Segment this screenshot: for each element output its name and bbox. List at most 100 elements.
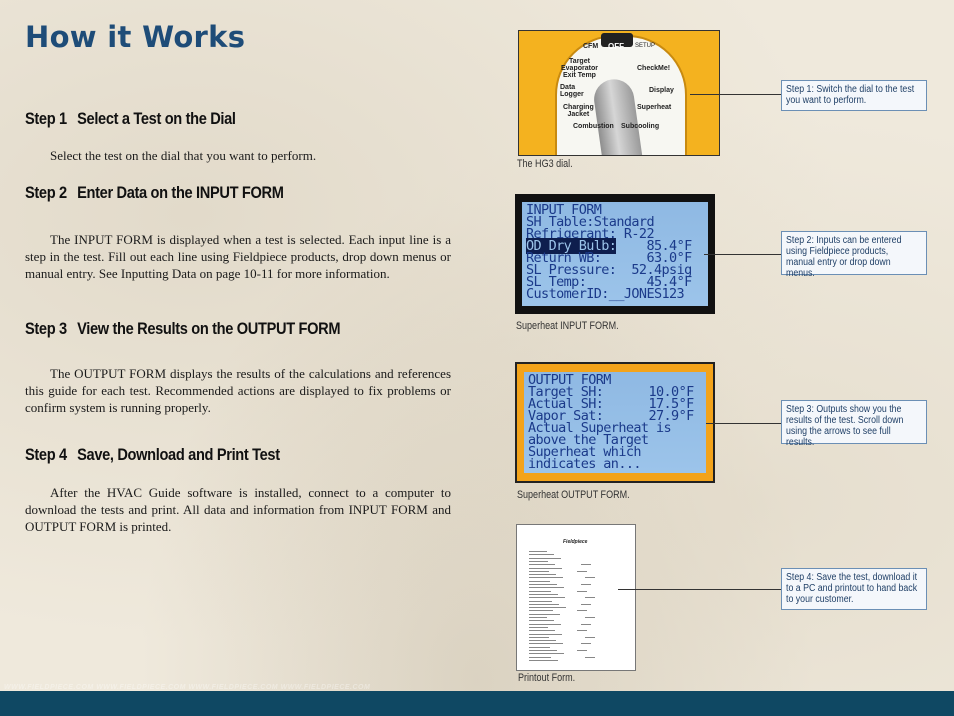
printout-value-line (581, 564, 591, 566)
printout-text-line (529, 640, 556, 642)
input-form-row-label: SH Table:Standard (526, 214, 655, 230)
printout-form-image: Fieldpiece (516, 524, 636, 671)
input-form-row: OD Dry Bulb: 85.4°F (526, 238, 704, 254)
step-2-title: Enter Data on the INPUT FORM (77, 183, 284, 202)
input-form-row-label: Refrigerant: R-22 (526, 226, 655, 242)
input-form-row-label: SL Temp: (526, 274, 587, 290)
input-form-row: SH Table:Standard (526, 214, 704, 230)
printout-text-line (529, 659, 558, 661)
input-form-row: SL Temp: 45.4°F (526, 274, 704, 290)
input-form-row-label: SL Pressure: (526, 262, 617, 278)
printout-text-line (529, 597, 565, 599)
printout-text-line (529, 557, 561, 559)
callout-4-leader (618, 589, 781, 590)
printout-value-line (577, 650, 587, 651)
printout-value-line (577, 590, 587, 592)
printout-text-line (529, 630, 555, 632)
input-form-row: CustomerID:__JONES123 (526, 286, 704, 302)
output-form-row-value: 27.9°F (648, 408, 694, 424)
printout-caption: Printout Form. (518, 672, 576, 684)
printout-text-line (529, 593, 558, 595)
printout-text-line (529, 590, 551, 592)
dial-label-charging: Charging Jacket (563, 104, 594, 118)
dial-off-plate (601, 33, 633, 47)
printout-logo: Fieldpiece (563, 539, 588, 545)
step-1-title: Select a Test on the Dial (77, 109, 236, 128)
input-form-row-label: CustomerID:__JONES123 (526, 286, 685, 302)
step-1-heading: Step 1 Select a Test on the Dial (25, 109, 236, 129)
step-3-number: Step 3 (25, 319, 67, 338)
printout-text-line (529, 623, 561, 625)
callout-step-4: Step 4: Save the test, download it to a … (781, 568, 927, 610)
printout-text-line (529, 584, 557, 585)
output-form-row: Target SH: 10.0°F (528, 384, 702, 400)
output-form-row: Superheat which (528, 444, 702, 460)
output-form-row: Vapor Sat: 27.9°F (528, 408, 702, 424)
step-4-number: Step 4 (25, 445, 67, 464)
dial-label-display: Display (649, 87, 674, 94)
printout-text-line (529, 633, 562, 635)
printout-text-line (529, 653, 564, 655)
printout-text-line (529, 620, 554, 622)
printout-value-line (581, 584, 591, 585)
printout-text-line (529, 574, 556, 576)
callout-step-3-text: Step 3: Outputs show you the results of … (786, 404, 904, 448)
step-4-title: Save, Download and Print Test (77, 445, 280, 464)
dial-label-cfm: CFM (583, 43, 599, 50)
printout-text-line (529, 607, 566, 609)
printout-value-line (577, 570, 587, 572)
output-form-row-label: Vapor Sat: (528, 408, 604, 424)
printout-value-line (581, 623, 591, 625)
page-title: How it Works (25, 20, 246, 54)
printout-value-line (585, 577, 595, 579)
output-form-row-label: Superheat which (528, 444, 642, 460)
dial-label-combustion: Combustion (573, 123, 614, 130)
output-form-row-value: 10.0°F (648, 384, 694, 400)
step-1-number: Step 1 (25, 109, 67, 128)
step-3-title: View the Results on the OUTPUT FORM (77, 319, 341, 338)
step-1-body: Select the test on the dial that you wan… (50, 148, 317, 163)
printout-text-line (529, 646, 550, 648)
printout-text-line (529, 560, 548, 562)
footer-bar (0, 691, 954, 716)
callout-1-leader (690, 94, 781, 95)
printout-text-line (529, 636, 549, 638)
dial-label-subcooling: Subcooling (621, 123, 660, 130)
output-form-caption: Superheat OUTPUT FORM. (517, 489, 630, 501)
printout-text-line (529, 610, 553, 612)
printout-value-line (585, 656, 595, 658)
output-form-row-label: Target SH: (528, 384, 604, 400)
output-form-row: Actual SH: 17.5°F (528, 396, 702, 412)
output-form-row: OUTPUT FORM (528, 373, 702, 387)
input-form-row: INPUT FORM (526, 202, 704, 218)
input-form-row: SL Pressure: 52.4psig (526, 262, 704, 278)
output-form-row-label: above the Target (528, 432, 649, 448)
step-3-body: The OUTPUT FORM displays the results of … (25, 366, 451, 415)
footer-url-watermark: WWW.FIELDPIECE.COM WWW.FIELDPIECE.COM WW… (4, 684, 371, 691)
output-form-row: indicates an... (528, 456, 702, 472)
callout-step-1-text: Step 1: Switch the dial to the test you … (786, 84, 915, 106)
dial-label-superheat: Superheat (637, 104, 672, 111)
printout-value-line (585, 597, 595, 599)
input-form-row-value: 85.4°F (646, 238, 692, 254)
printout-text-line (529, 580, 550, 582)
output-form-row-label: Actual Superheat is (528, 420, 672, 436)
printout-value-line (585, 617, 595, 618)
input-form-row-value: 63.0°F (646, 250, 692, 266)
printout-text-line (529, 643, 563, 645)
printout-text-line (529, 613, 560, 615)
input-form-row-label: INPUT FORM (526, 202, 602, 218)
callout-step-4-text: Step 4: Save the test, download it to a … (786, 572, 918, 605)
printout-value-line (581, 603, 591, 605)
output-form-row: Actual Superheat is (528, 420, 702, 436)
printout-value-line (585, 636, 595, 638)
printout-value-line (577, 630, 587, 632)
output-form-row-label: indicates an... (528, 456, 642, 472)
input-form-row: Return WB: 63.0°F (526, 250, 704, 266)
output-form-row-label: Actual SH: (528, 396, 604, 412)
printout-text-line (529, 617, 547, 618)
